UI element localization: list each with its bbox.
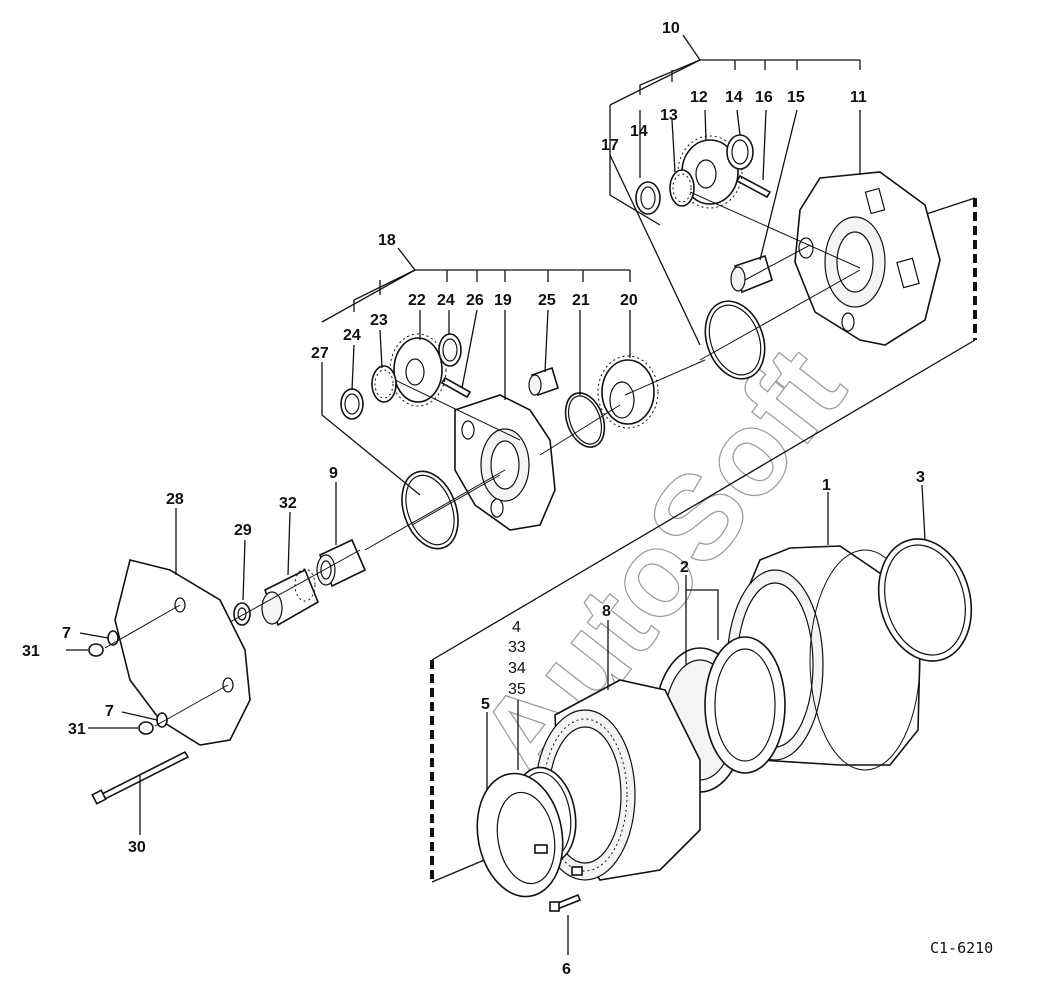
gear-22 (389, 333, 447, 407)
planetary-carrier-11 (794, 171, 941, 346)
washer-24-upper (438, 333, 462, 367)
bolt-31-lower (138, 721, 154, 735)
label-11: 11 (850, 89, 867, 106)
seal-ring-29 (233, 602, 251, 626)
sun-gear-20 (597, 355, 659, 429)
label-24-upper: 24 (437, 292, 455, 309)
label-4: 4 (512, 619, 521, 636)
snap-ring-27 (401, 470, 459, 550)
label-12: 12 (690, 89, 708, 106)
bolt-31-upper (88, 643, 104, 657)
bearing-13 (669, 169, 695, 207)
label-14-upper: 14 (725, 89, 743, 106)
coupling-9 (316, 538, 367, 588)
pin-25 (528, 366, 559, 397)
label-35: 35 (508, 681, 526, 698)
label-30: 30 (128, 839, 146, 856)
label-23: 23 (370, 312, 388, 329)
label-24-lower: 24 (343, 327, 361, 344)
label-22: 22 (408, 292, 426, 309)
label-13: 13 (660, 107, 678, 124)
label-16: 16 (755, 89, 773, 106)
label-18: 18 (378, 232, 396, 249)
washer-14-lower (635, 181, 661, 215)
spline-shaft-32 (261, 568, 320, 627)
cover-plate-28 (114, 559, 251, 746)
label-26: 26 (466, 292, 484, 309)
label-7-upper: 7 (62, 625, 71, 642)
washer-24-lower (340, 388, 364, 420)
label-31-upper: 31 (22, 643, 40, 660)
label-27: 27 (311, 345, 329, 362)
leader-tree-10 (609, 34, 861, 346)
label-33: 33 (508, 639, 526, 656)
label-21: 21 (572, 292, 590, 309)
leader-tree-18 (321, 247, 631, 496)
label-14-lower: 14 (630, 123, 648, 140)
label-9: 9 (329, 465, 338, 482)
pin-16 (735, 174, 772, 199)
label-32: 32 (279, 495, 297, 512)
label-29: 29 (234, 522, 252, 539)
planetary-carrier-19 (454, 394, 556, 531)
label-6: 6 (562, 961, 571, 978)
seal-ring-3 (877, 538, 973, 662)
label-31-lower: 31 (68, 721, 86, 738)
label-7-lower: 7 (105, 703, 114, 720)
pin-15 (730, 254, 773, 294)
pin-26 (440, 376, 472, 399)
label-2: 2 (680, 559, 689, 576)
label-10: 10 (662, 20, 680, 37)
label-15: 15 (787, 89, 805, 106)
label-3: 3 (916, 469, 925, 486)
label-34: 34 (508, 660, 526, 677)
label-25: 25 (538, 292, 556, 309)
washer-14-upper (726, 134, 754, 170)
cover-5 (476, 772, 583, 898)
label-28: 28 (166, 491, 184, 508)
label-20: 20 (620, 292, 638, 309)
label-19: 19 (494, 292, 512, 309)
bolt-6 (549, 893, 582, 912)
label-17: 17 (601, 137, 619, 154)
label-8: 8 (602, 603, 611, 620)
bolt-30 (91, 750, 190, 805)
label-1: 1 (822, 477, 831, 494)
alignment-line-main (431, 339, 976, 661)
label-5: 5 (481, 696, 490, 713)
drawing-code: C1-6210 (930, 939, 993, 957)
bearing-23 (371, 365, 397, 403)
